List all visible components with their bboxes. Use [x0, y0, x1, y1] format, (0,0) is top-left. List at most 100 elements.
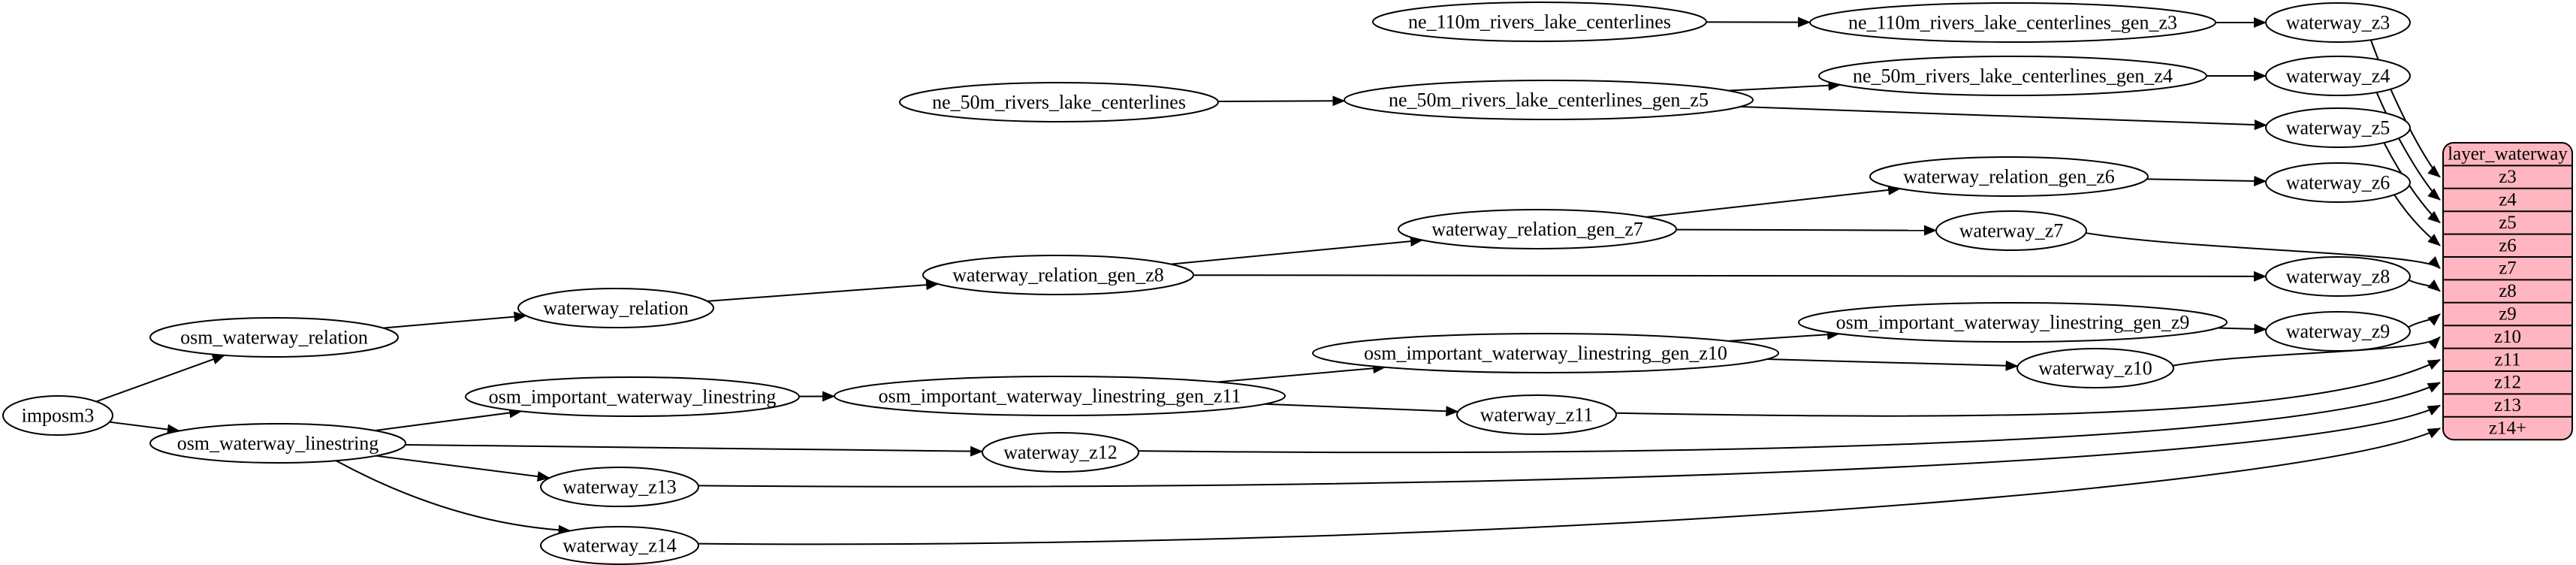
- node-ellipse-waterway_z9: [2265, 311, 2411, 352]
- edge-osm_waterway_linestring-to-waterway_z12: [405, 443, 984, 457]
- node-ellipse-waterway_z10: [2016, 348, 2174, 388]
- node-waterway_relation_gen_z7: waterway_relation_gen_z7: [1398, 209, 1677, 249]
- table-row-z3: z3: [2499, 167, 2517, 187]
- edge-imposm3-to-osm_waterway_linestring: [109, 421, 180, 435]
- node-ellipse-waterway_z11: [1456, 394, 1617, 435]
- table-row-z7: z7: [2499, 258, 2517, 279]
- node-ne_50m_rivers_lake_centerlines_gen_z5: ne_50m_rivers_lake_centerlines_gen_z5: [1344, 80, 1754, 120]
- edge-waterway_z11-to-layer_waterway-z11: [1615, 358, 2441, 417]
- node-label-waterway_relation: waterway_relation: [543, 298, 688, 319]
- node-ellipse-waterway_z14: [540, 526, 699, 565]
- node-ellipse-waterway_z13: [540, 467, 699, 507]
- node-ellipse-waterway_z8: [2265, 256, 2411, 297]
- table-row-z9: z9: [2499, 304, 2517, 325]
- node-waterway_z6: waterway_z6: [2265, 162, 2411, 203]
- node-label-osm_important_waterway_linestring_gen_z11: osm_important_waterway_linestring_gen_z1…: [879, 385, 1241, 407]
- node-label-waterway_z6: waterway_z6: [2286, 172, 2390, 194]
- node-ellipse-osm_important_waterway_linestring_gen_z9: [1798, 302, 2228, 343]
- edges-layer: [95, 17, 2441, 545]
- edge-osm_waterway_linestring-to-osm_important_waterway_linestring: [374, 407, 523, 432]
- node-osm_important_waterway_linestring_gen_z9: osm_important_waterway_linestring_gen_z9: [1798, 302, 2228, 343]
- edge-waterway_z5-to-layer_waterway-z5: [2383, 142, 2441, 224]
- table-row-z13: z13: [2494, 395, 2521, 415]
- node-waterway_z8: waterway_z8: [2265, 256, 2411, 297]
- node-label-ne_50m_rivers_lake_centerlines: ne_50m_rivers_lake_centerlines: [932, 92, 1186, 113]
- node-ellipse-waterway_relation_gen_z7: [1398, 209, 1677, 249]
- node-label-waterway_relation_gen_z6: waterway_relation_gen_z6: [1903, 166, 2115, 188]
- node-label-ne_110m_rivers_lake_centerlines: ne_110m_rivers_lake_centerlines: [1408, 11, 1671, 33]
- node-osm_waterway_relation: osm_waterway_relation: [149, 317, 399, 358]
- node-waterway_z14: waterway_z14: [540, 526, 699, 565]
- node-label-waterway_z10: waterway_z10: [2038, 358, 2152, 379]
- edge-imposm3-to-osm_waterway_relation: [95, 354, 225, 403]
- table-row-z11: z11: [2494, 349, 2520, 370]
- node-ellipse-waterway_z12: [982, 432, 1139, 473]
- node-label-waterway_relation_gen_z8: waterway_relation_gen_z8: [952, 264, 1164, 286]
- node-waterway_z12: waterway_z12: [982, 432, 1139, 473]
- node-label-waterway_relation_gen_z7: waterway_relation_gen_z7: [1431, 219, 1643, 240]
- node-label-osm_important_waterway_linestring_gen_z10: osm_important_waterway_linestring_gen_z1…: [1364, 343, 1727, 364]
- node-label-waterway_z12: waterway_z12: [1003, 442, 1118, 464]
- edge-waterway_z14-to-layer_waterway-z14+: [698, 428, 2441, 545]
- node-label-waterway_z3: waterway_z3: [2286, 12, 2390, 34]
- node-label-waterway_z4: waterway_z4: [2286, 65, 2390, 87]
- node-ne_50m_rivers_lake_centerlines: ne_50m_rivers_lake_centerlines: [899, 82, 1219, 122]
- node-label-waterway_z14: waterway_z14: [563, 535, 677, 557]
- node-ellipse-waterway_z3: [2265, 2, 2411, 43]
- edge-waterway_relation-to-waterway_relation_gen_z8: [707, 279, 940, 302]
- table-row-z4: z4: [2499, 190, 2517, 210]
- edge-osm_important_waterway_linestring_gen_z10-to-waterway_z10: [1766, 358, 2019, 371]
- node-waterway_relation_gen_z8: waterway_relation_gen_z8: [922, 255, 1194, 295]
- nodes-layer: imposm3 osm_waterway_relation osm_waterway…: [2, 2, 2411, 565]
- node-waterway_z13: waterway_z13: [540, 467, 699, 507]
- node-osm_important_waterway_linestring: osm_important_waterway_linestring: [465, 376, 800, 417]
- node-ellipse-osm_important_waterway_linestring_gen_z11: [834, 376, 1286, 416]
- table-row-z6: z6: [2499, 235, 2517, 255]
- edge-waterway_relation_gen_z6-to-waterway_z6: [2146, 175, 2267, 186]
- node-ellipse-waterway_z5: [2265, 107, 2411, 148]
- edge-waterway_z9-to-layer_waterway-z9: [2408, 313, 2441, 328]
- node-label-waterway_z9: waterway_z9: [2286, 321, 2390, 343]
- table-row-z14plus: z14+: [2489, 418, 2526, 439]
- table-title: layer_waterway: [2448, 144, 2568, 165]
- node-label-osm_waterway_relation: osm_waterway_relation: [180, 327, 368, 349]
- node-imposm3: imposm3: [2, 395, 113, 436]
- node-label-imposm3: imposm3: [22, 405, 95, 427]
- edge-waterway_z6-to-layer_waterway-z6: [2394, 194, 2441, 246]
- edge-waterway_relation_gen_z8-to-waterway_relation_gen_z7: [1171, 236, 1424, 265]
- edge-osm_important_waterway_linestring_gen_z10-to-osm_important_waterway_linestring_gen_z9: [1728, 329, 1840, 342]
- table-layer: layer_waterwayz3z4z5z6z7z8z9z10z11z12z13…: [2442, 142, 2573, 441]
- edge-waterway_z12-to-layer_waterway-z12: [1138, 382, 2441, 454]
- table-outline: [2442, 142, 2573, 441]
- node-ellipse-ne_50m_rivers_lake_centerlines_gen_z4: [1818, 56, 2207, 96]
- table-layer-waterway: layer_waterwayz3z4z5z6z7z8z9z10z11z12z13…: [2442, 142, 2573, 441]
- node-ellipse-waterway_z7: [1935, 210, 2087, 251]
- node-label-waterway_z11: waterway_z11: [1480, 404, 1594, 426]
- node-ellipse-ne_110m_rivers_lake_centerlines_gen_z3: [1809, 2, 2216, 43]
- edge-ne_50m_rivers_lake_centerlines_gen_z5-to-ne_50m_rivers_lake_centerlines_gen_z4: [1728, 80, 1842, 92]
- node-ellipse-imposm3: [2, 395, 113, 436]
- edge-waterway_relation_gen_z7-to-waterway_z7: [1676, 225, 1938, 236]
- edge-waterway_z8-to-layer_waterway-z8: [2408, 279, 2441, 292]
- table-row-z10: z10: [2494, 327, 2521, 347]
- node-ellipse-waterway_relation_gen_z6: [1869, 156, 2149, 197]
- node-label-waterway_z13: waterway_z13: [563, 476, 677, 498]
- node-ellipse-waterway_relation_gen_z8: [922, 255, 1194, 295]
- node-ellipse-ne_110m_rivers_lake_centerlines: [1372, 2, 1707, 42]
- edge-osm_important_waterway_linestring_gen_z11-to-osm_important_waterway_linestring_gen_z10: [1217, 363, 1386, 383]
- node-ellipse-ne_50m_rivers_lake_centerlines_gen_z5: [1344, 80, 1754, 120]
- edge-osm_waterway_relation-to-waterway_relation: [382, 311, 527, 329]
- node-waterway_z11: waterway_z11: [1456, 394, 1617, 435]
- node-waterway_z9: waterway_z9: [2265, 311, 2411, 352]
- edge-waterway_z4-to-layer_waterway-z4: [2375, 92, 2441, 201]
- node-ne_110m_rivers_lake_centerlines: ne_110m_rivers_lake_centerlines: [1372, 2, 1707, 42]
- edge-osm_waterway_linestring-to-waterway_z13: [376, 455, 550, 482]
- node-osm_waterway_linestring: osm_waterway_linestring: [149, 423, 406, 464]
- node-label-waterway_z5: waterway_z5: [2286, 117, 2390, 139]
- node-label-ne_110m_rivers_lake_centerlines_gen_z3: ne_110m_rivers_lake_centerlines_gen_z3: [1848, 12, 2177, 34]
- node-ne_110m_rivers_lake_centerlines_gen_z3: ne_110m_rivers_lake_centerlines_gen_z3: [1809, 2, 2216, 43]
- edge-ne_50m_rivers_lake_centerlines_gen_z5-to-waterway_z5: [1740, 105, 2267, 131]
- node-label-osm_important_waterway_linestring_gen_z9: osm_important_waterway_linestring_gen_z9: [1836, 312, 2190, 334]
- node-osm_important_waterway_linestring_gen_z11: osm_important_waterway_linestring_gen_z1…: [834, 376, 1286, 416]
